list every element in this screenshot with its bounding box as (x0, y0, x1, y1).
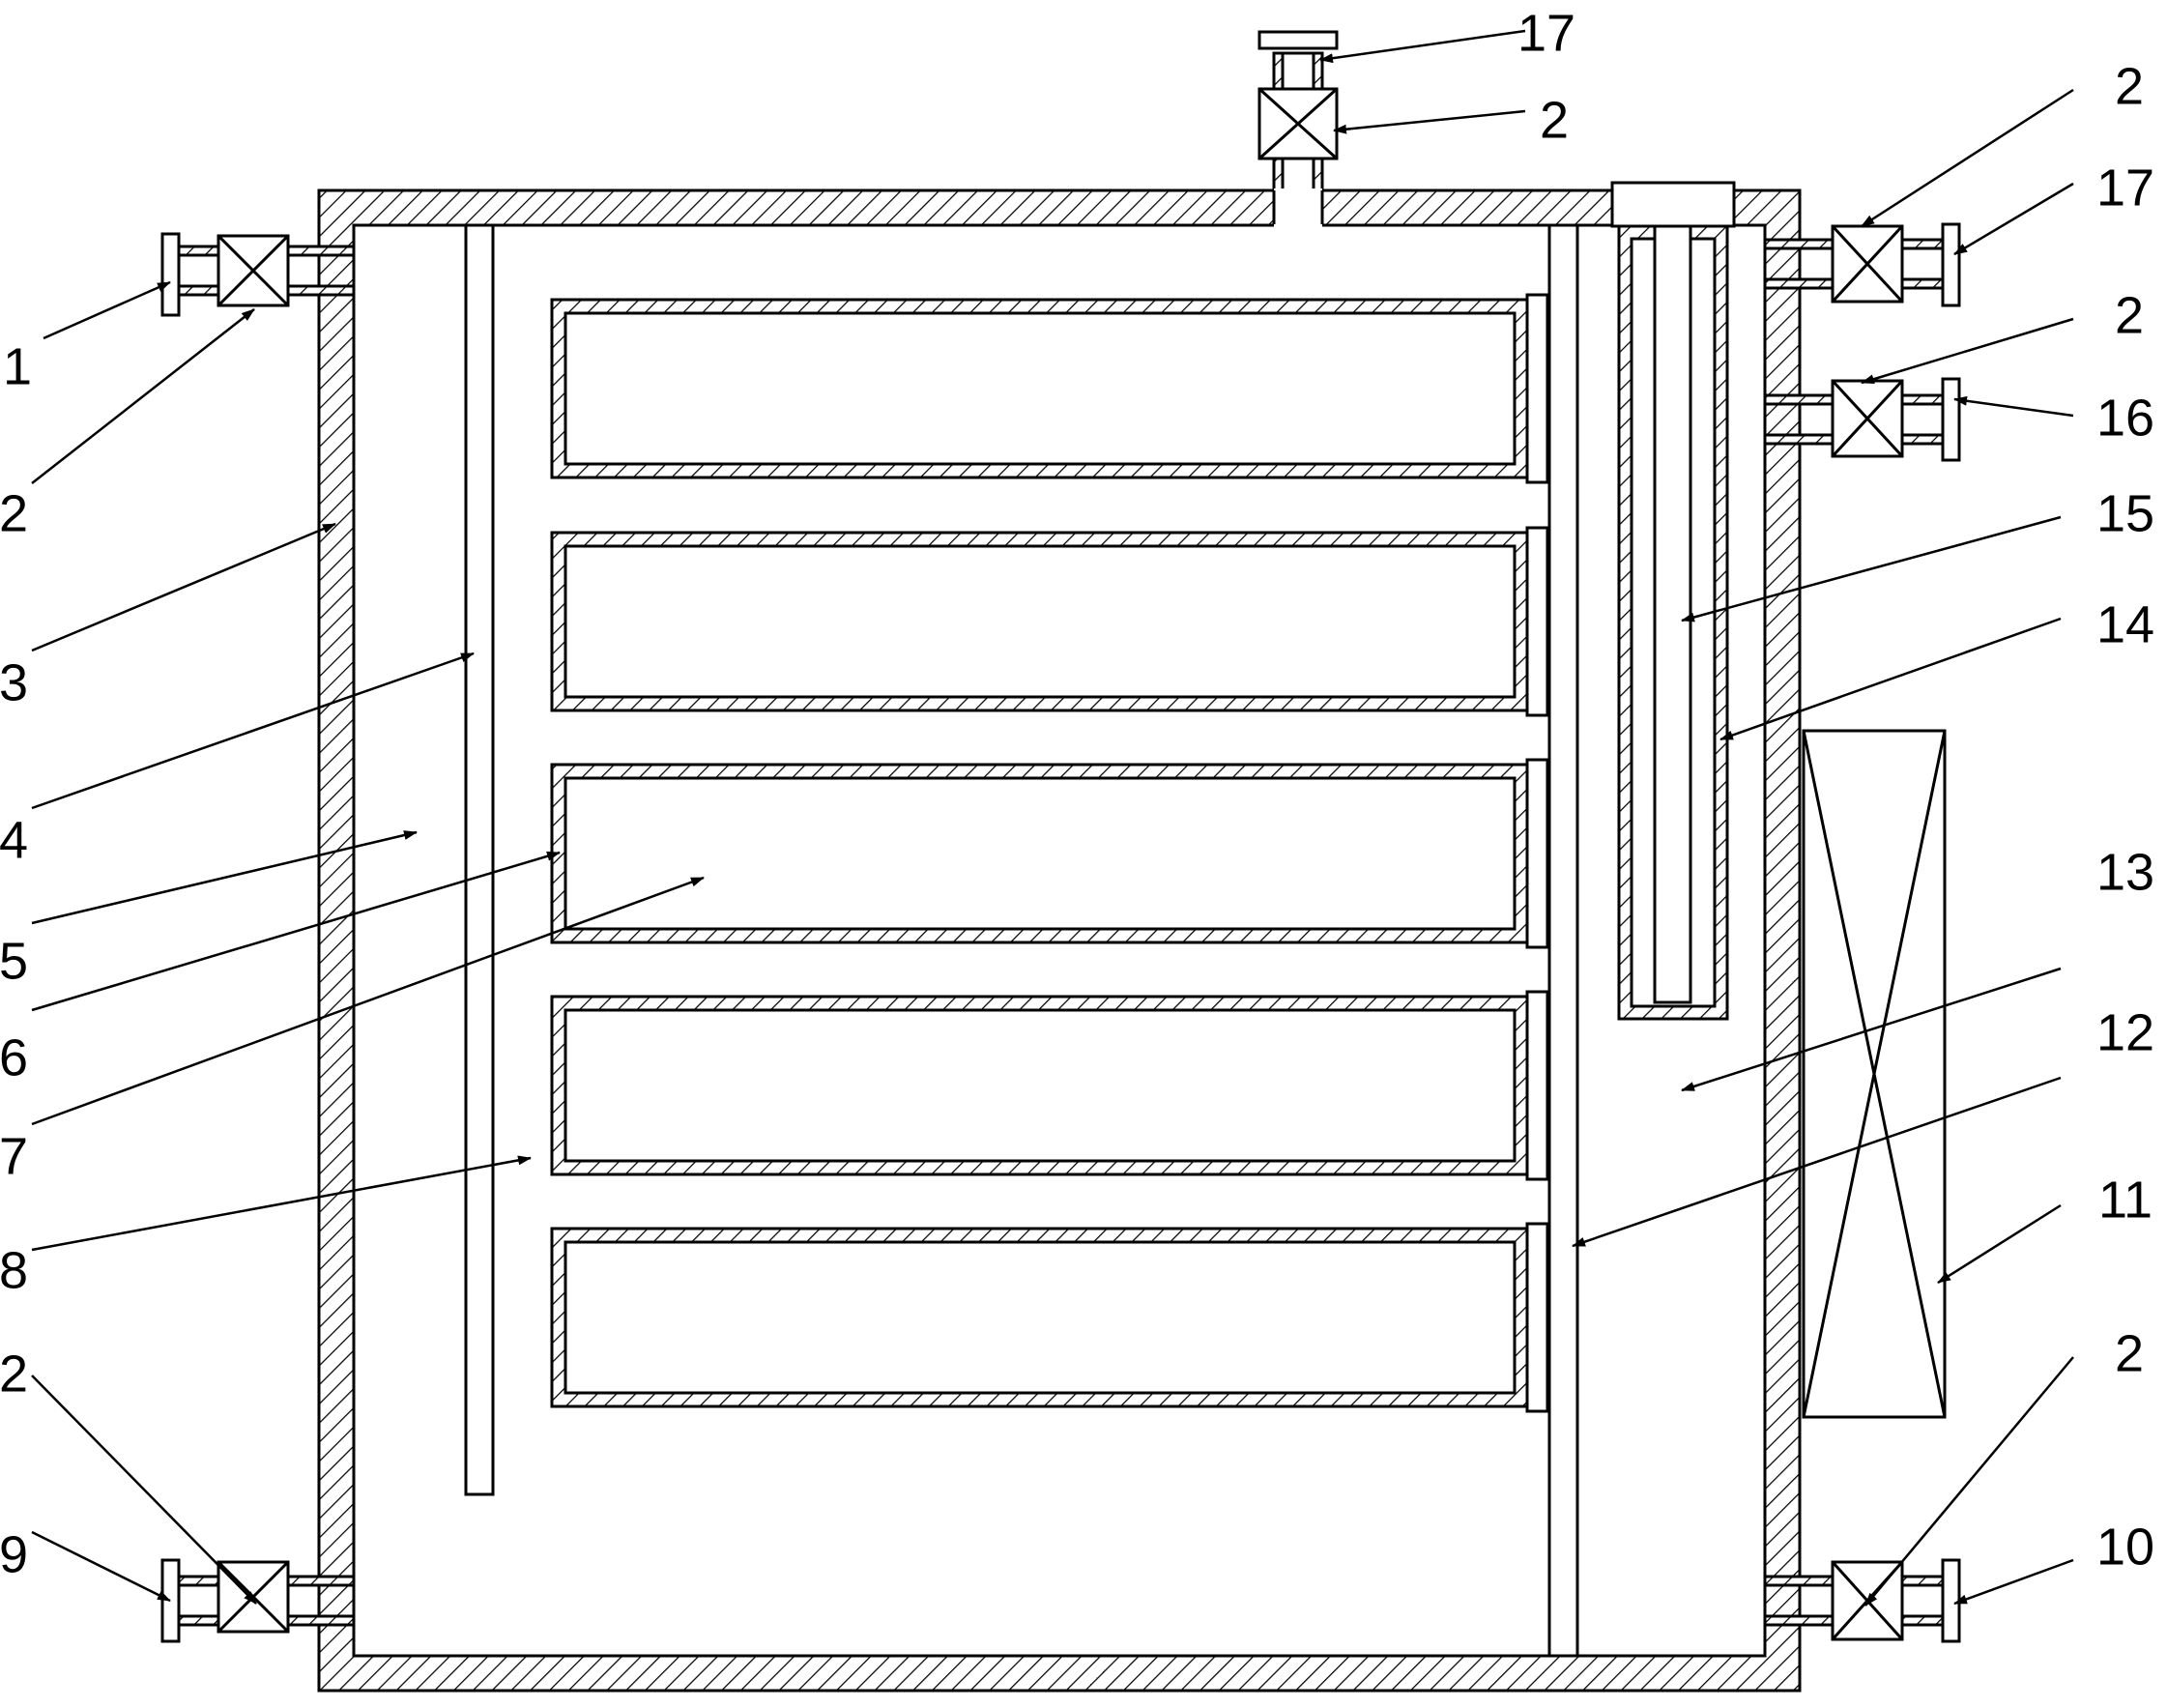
right-valve-17 (1831, 224, 1904, 304)
leader-right-14 (1719, 617, 2062, 741)
leader-left-9 (31, 1530, 171, 1603)
callout-right-2-c: 2 (2115, 1324, 2144, 1382)
leader-top-17 (1319, 29, 1526, 64)
tray-bracket-2 (1525, 526, 1549, 717)
leader-right-17 (1953, 182, 2074, 256)
leader-right-15 (1681, 515, 2062, 622)
callout-right-11: 11 (2098, 1171, 2153, 1229)
tray-bracket-5 (1525, 1222, 1549, 1413)
callout-left-3: 3 (0, 653, 28, 711)
right-valve-16 (1831, 379, 1904, 458)
leader-right-13 (1681, 967, 2062, 1092)
callout-left-7: 7 (0, 1127, 28, 1185)
right-flange-10 (1941, 1558, 1961, 1643)
callout-left-6: 6 (0, 1028, 28, 1086)
leader-left-1 (43, 280, 171, 340)
callout-top-17: 17 (1517, 4, 1575, 62)
callout-right-10: 10 (2096, 1518, 2154, 1576)
tray-5 (550, 1227, 1530, 1408)
leader-right-2-c (1864, 1356, 2074, 1607)
callout-right-17: 17 (2096, 159, 2154, 217)
callout-left-9: 9 (0, 1525, 28, 1583)
probe-rod (1653, 224, 1692, 1004)
callout-left-2-b: 2 (0, 1345, 28, 1403)
callout-top-2: 2 (1540, 91, 1569, 149)
callout-left-4: 4 (0, 811, 28, 869)
callout-right-12: 12 (2096, 1003, 2154, 1061)
callout-right-16: 16 (2096, 389, 2154, 447)
tray-4 (550, 995, 1530, 1176)
callout-left-5: 5 (0, 932, 28, 990)
tray-bracket-1 (1525, 293, 1549, 484)
top-valve (1257, 87, 1339, 160)
tray-bracket-4 (1525, 990, 1549, 1181)
leader-right-2-b (1861, 317, 2074, 385)
leader-right-10 (1953, 1558, 2074, 1606)
leader-right-16 (1953, 395, 2074, 418)
right-flange-16 (1941, 377, 1961, 462)
leader-left-8 (31, 1155, 532, 1252)
left-upper-flange (160, 232, 181, 317)
leader-right-11 (1937, 1203, 2062, 1285)
leader-right-12 (1572, 1076, 2062, 1248)
leader-left-2-a (31, 308, 255, 484)
callout-right-2-a: 2 (2115, 57, 2144, 115)
left-lower-flange (160, 1558, 181, 1643)
external-heater-box (1802, 729, 1947, 1419)
callout-left-8: 8 (0, 1241, 28, 1299)
leader-right-2-a (1861, 88, 2074, 228)
tray-1 (550, 298, 1530, 479)
leader-left-5 (31, 830, 418, 925)
callout-right-14: 14 (2096, 595, 2154, 653)
callout-left-2-a: 2 (0, 484, 28, 542)
leader-top-2 (1333, 109, 1526, 134)
callout-right-2-b: 2 (2115, 286, 2144, 344)
callout-left-1: 1 (3, 337, 32, 395)
leader-left-3 (31, 522, 336, 652)
left-lower-valve (217, 1560, 290, 1634)
probe-cap (1610, 181, 1736, 228)
right-flange-17 (1941, 222, 1961, 307)
tray-2 (550, 531, 1530, 712)
left-upper-valve (217, 234, 290, 307)
leader-left-7 (31, 876, 705, 1126)
leader-left-6 (31, 851, 561, 1012)
callout-right-13: 13 (2096, 843, 2154, 901)
callout-right-15: 15 (2096, 484, 2154, 542)
leader-left-2-b (31, 1375, 257, 1605)
left-dividing-rod (464, 223, 495, 1496)
tray-bracket-3 (1525, 758, 1549, 949)
leader-left-4 (31, 651, 475, 810)
top-flange (1257, 30, 1339, 50)
tray-3 (550, 763, 1530, 944)
